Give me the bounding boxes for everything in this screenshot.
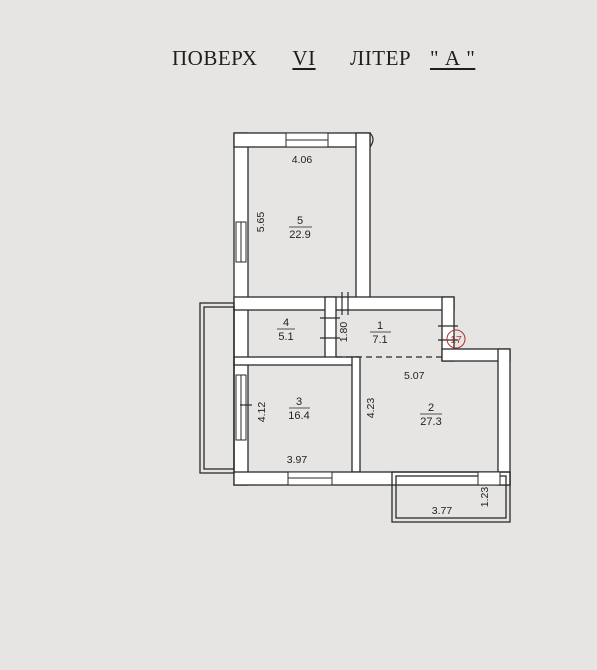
letter-value: " А " xyxy=(430,46,476,70)
dim-room3-height: 4.12 xyxy=(256,402,268,423)
dim-room3-width: 3.97 xyxy=(287,454,308,466)
dim-room2-height: 4.23 xyxy=(365,398,377,419)
room-3-number: 3 xyxy=(296,396,302,408)
room-4-number: 4 xyxy=(283,317,289,329)
dim-room2-width: 5.07 xyxy=(404,370,425,382)
walls xyxy=(199,132,511,523)
room-2-area: 27.3 xyxy=(420,416,441,428)
dim-room5-height: 5.65 xyxy=(255,212,267,233)
floor-label: ПОВЕРХ xyxy=(172,46,258,70)
dim-balcony-width: 3.77 xyxy=(432,505,453,517)
dim-room1-height: 1.80 xyxy=(338,322,350,343)
room-5-area: 22.9 xyxy=(289,229,310,241)
dim-balcony-height: 1.23 xyxy=(479,487,491,508)
apartment-number-circle xyxy=(446,329,466,349)
room-3-area: 16.4 xyxy=(288,410,309,422)
dim-room5-width: 4.06 xyxy=(292,154,313,166)
door-marks xyxy=(240,132,458,406)
floor-value: VI xyxy=(292,46,316,70)
room-5-number: 5 xyxy=(297,215,303,227)
letter-label: ЛІТЕР xyxy=(350,46,412,70)
room-1-number: 1 xyxy=(377,320,383,332)
apartment-number: 17 xyxy=(450,334,462,346)
windows xyxy=(235,132,501,486)
room-4-area: 5.1 xyxy=(278,331,293,343)
plan-header: ПОВЕРХ VI ЛІТЕР " А " xyxy=(0,42,597,72)
room-1-area: 7.1 xyxy=(372,334,387,346)
room-2-number: 2 xyxy=(428,402,434,414)
